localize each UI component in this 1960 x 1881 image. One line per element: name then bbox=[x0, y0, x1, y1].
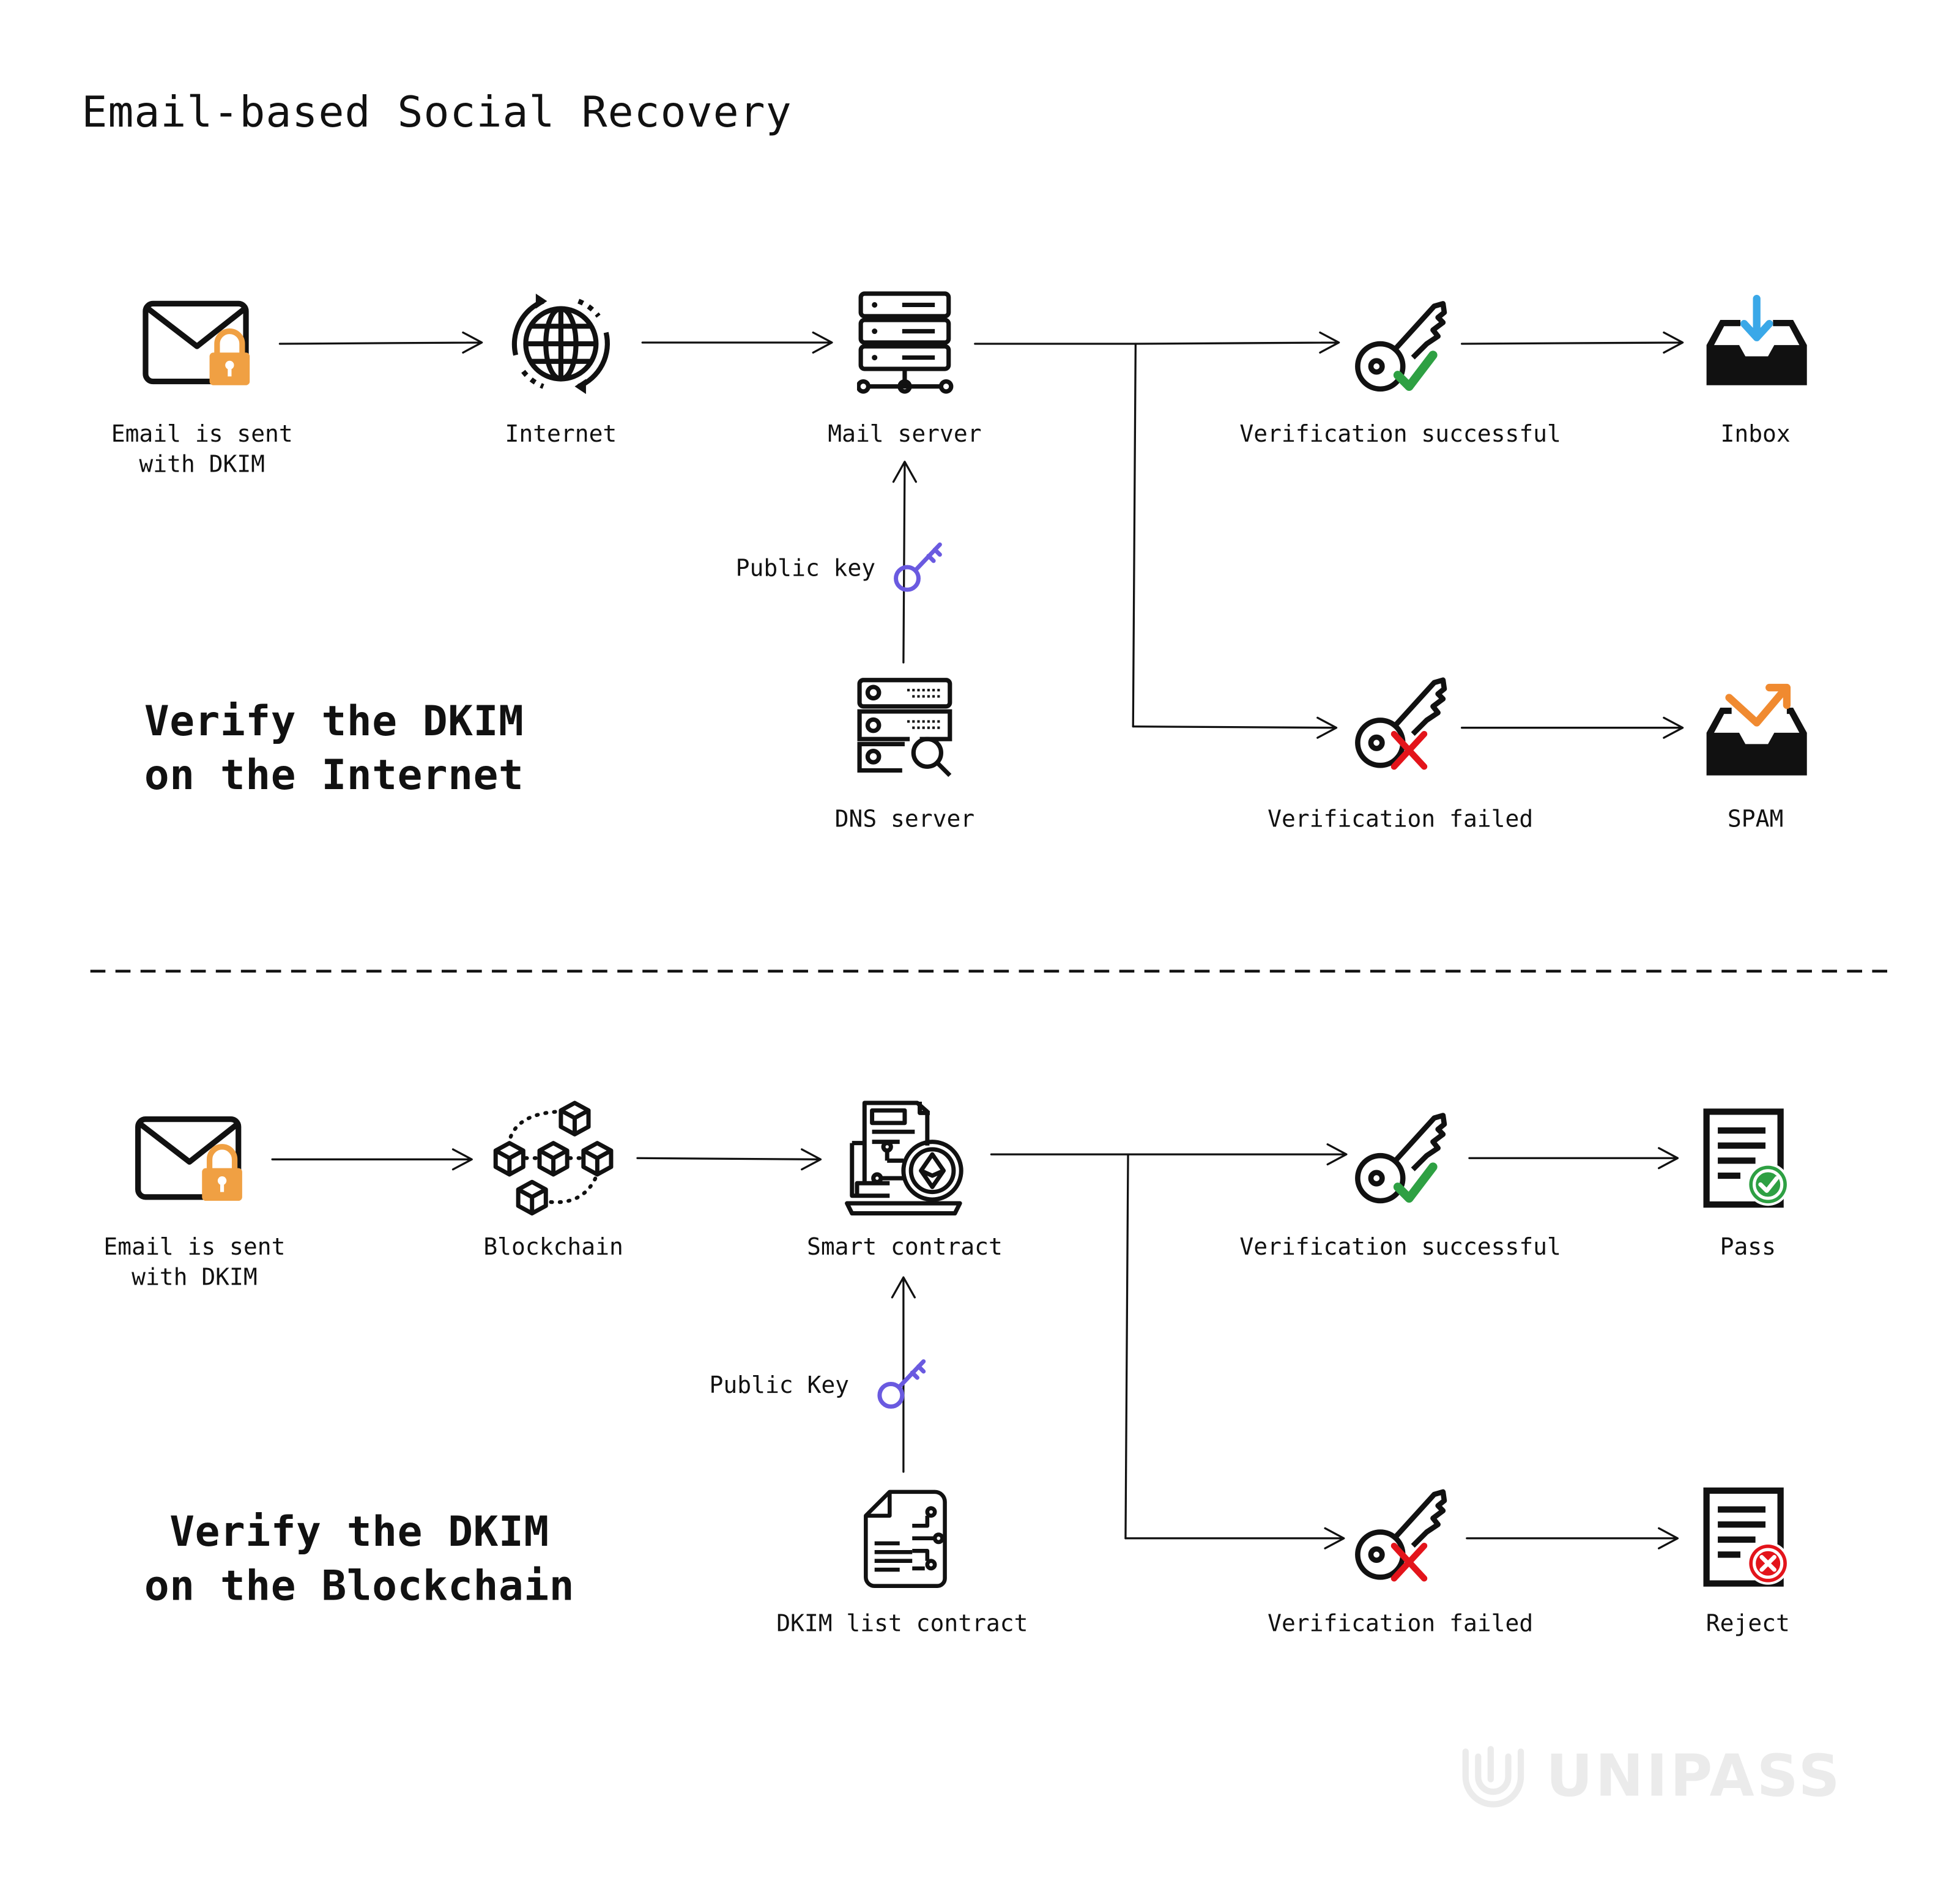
dkim-list-contract-label: DKIM list contract bbox=[776, 1611, 1028, 1638]
key-check-icon bbox=[1355, 301, 1447, 392]
arrow-dkimlist-to-contract bbox=[891, 1276, 916, 1473]
pass-label: Pass bbox=[1720, 1234, 1776, 1261]
arrow-dns-to-mail bbox=[892, 461, 918, 664]
envelope-lock-icon-bottom bbox=[135, 1116, 242, 1201]
arrow-internet-to-mail bbox=[641, 331, 833, 354]
section-heading-blockchain: Verify the DKIM on the Blockchain bbox=[144, 1504, 574, 1612]
arrow-success-to-inbox bbox=[1461, 331, 1684, 354]
spam-label: SPAM bbox=[1727, 806, 1784, 833]
arrow-to-verify-success bbox=[1134, 331, 1340, 354]
connector-contract-branch bbox=[990, 1153, 1129, 1540]
dns-server-search-icon bbox=[857, 678, 952, 777]
email-sent-label-bottom: Email is sent with DKIM bbox=[103, 1234, 286, 1291]
public-key-label: Public key bbox=[735, 555, 876, 582]
document-reject-icon bbox=[1703, 1487, 1790, 1587]
arrow-failed-to-reject bbox=[1466, 1527, 1679, 1549]
email-sent-label: Email is sent with DKIM bbox=[111, 421, 293, 478]
arrow-to-verify-success-bottom bbox=[1127, 1143, 1348, 1166]
page-title: Email-based Social Recovery bbox=[81, 87, 792, 138]
dns-server-label: DNS server bbox=[834, 806, 975, 833]
inbox-label: Inbox bbox=[1720, 421, 1791, 448]
section-heading-internet: Verify the DKIM on the Internet bbox=[144, 694, 524, 801]
blockchain-label: Blockchain bbox=[483, 1234, 623, 1261]
arrow-to-verify-failed bbox=[1132, 716, 1338, 739]
connector-mail-branch bbox=[974, 343, 1137, 728]
verification-failed-label-bottom: Verification failed bbox=[1268, 1611, 1534, 1638]
document-contract-icon bbox=[864, 1490, 947, 1588]
arrow-success-to-pass bbox=[1468, 1147, 1679, 1170]
verification-successful-label: Verification successful bbox=[1239, 421, 1561, 448]
key-cross-icon-bottom bbox=[1355, 1489, 1447, 1582]
section-heading-blockchain-line-2: on the Blockchain bbox=[144, 1560, 575, 1610]
watermark-text: UNIPASS bbox=[1546, 1742, 1843, 1809]
smart-contract-icon bbox=[845, 1100, 963, 1215]
server-rack-icon bbox=[856, 291, 954, 394]
arrow-failed-to-spam bbox=[1461, 716, 1684, 739]
arrow-email-to-internet bbox=[278, 331, 483, 354]
key-check-icon-bottom bbox=[1355, 1113, 1447, 1204]
internet-label: Internet bbox=[505, 421, 617, 448]
section-heading-internet-line-1: Verify the DKIM bbox=[144, 696, 524, 746]
envelope-lock-icon bbox=[143, 300, 250, 385]
public-key-label-bottom: Public Key bbox=[709, 1373, 850, 1400]
smart-contract-label: Smart contract bbox=[806, 1234, 1003, 1261]
purple-key-icon-bottom bbox=[877, 1359, 926, 1409]
purple-key-icon bbox=[894, 542, 942, 592]
verification-failed-label: Verification failed bbox=[1268, 806, 1534, 833]
document-check-icon bbox=[1703, 1108, 1790, 1208]
arrow-to-verify-failed-bottom bbox=[1124, 1527, 1345, 1549]
globe-sync-icon bbox=[511, 293, 610, 395]
spam-tray-icon bbox=[1706, 683, 1807, 776]
arrow-blockchain-to-contract bbox=[636, 1148, 822, 1171]
verification-successful-label-bottom: Verification successful bbox=[1239, 1234, 1561, 1261]
unipass-logo-icon bbox=[1462, 1746, 1524, 1808]
arrow-email-to-blockchain bbox=[271, 1148, 473, 1171]
reject-label: Reject bbox=[1706, 1611, 1790, 1638]
section-heading-blockchain-line-1: Verify the DKIM bbox=[169, 1507, 549, 1556]
key-cross-icon bbox=[1355, 677, 1447, 770]
inbox-tray-icon bbox=[1706, 295, 1807, 385]
mail-server-label: Mail server bbox=[828, 421, 982, 448]
blockchain-cubes-icon bbox=[493, 1100, 614, 1215]
section-heading-internet-line-2: on the Internet bbox=[144, 750, 524, 800]
